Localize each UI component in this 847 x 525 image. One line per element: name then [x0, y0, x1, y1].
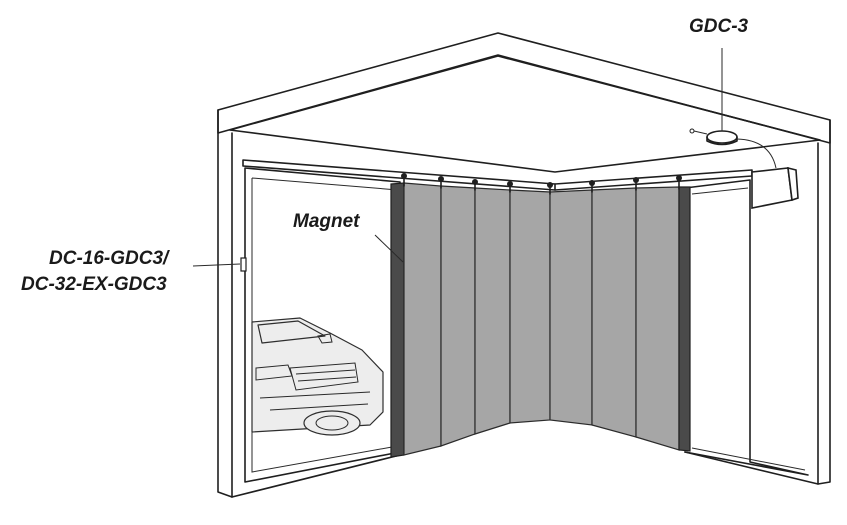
door-edge-left [390, 182, 405, 458]
contact-sensor [240, 257, 247, 272]
car-illustration [251, 317, 384, 436]
door-edge-right [678, 186, 691, 452]
door-panel [591, 187, 637, 438]
car-windshield [257, 320, 326, 344]
label-contact-line2: DC-32-EX-GDC3 [21, 274, 167, 295]
car-mirror [317, 333, 333, 344]
ceiling-outline [229, 55, 821, 173]
car-grille [289, 362, 359, 391]
roof-outline [217, 32, 831, 144]
door-panel [509, 189, 551, 424]
right-wall [817, 119, 831, 485]
door-hanger-caps [401, 173, 682, 188]
contact-leader-line [192, 263, 241, 267]
car-wheel-inner [315, 415, 349, 431]
left-door-opening-inner [251, 177, 399, 473]
car-body [251, 317, 384, 433]
door-panel [403, 182, 442, 456]
door-panel [635, 186, 680, 451]
right-door-opening-inner [691, 187, 806, 471]
right-door-opening [684, 179, 809, 476]
car-bumper [259, 391, 371, 411]
label-gdc3: GDC-3 [689, 16, 749, 37]
label-contact-line1: DC-16-GDC3/ [49, 248, 170, 269]
car-headlight [255, 364, 293, 381]
drive-unit [751, 166, 799, 209]
gdc3-sensor [689, 48, 777, 169]
door-hangers [403, 175, 680, 195]
door-panel [474, 187, 511, 435]
magnet-leader-line [374, 234, 404, 263]
folding-door [390, 173, 691, 458]
left-wall [217, 109, 233, 498]
door-panel [440, 185, 476, 447]
label-magnet: Magnet [293, 211, 360, 232]
floor-edge [231, 451, 819, 498]
car-wheel [303, 410, 361, 436]
door-panel [549, 189, 593, 426]
door-contact [192, 234, 404, 272]
